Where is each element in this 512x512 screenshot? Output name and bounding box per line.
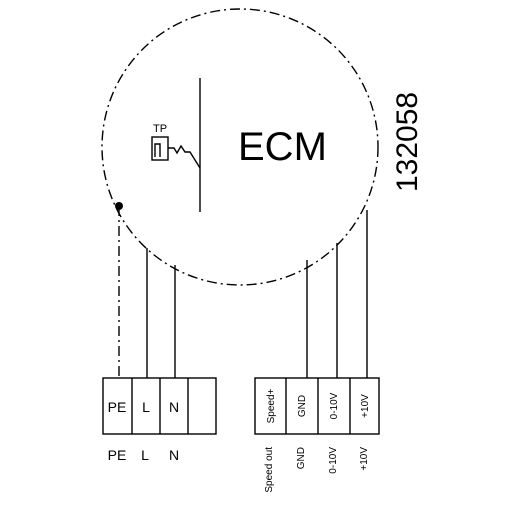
terminal-label-0-10v: 0-10V: [329, 392, 340, 419]
mains-terminal-block: [102, 377, 217, 435]
terminal-label-l: L: [142, 399, 150, 415]
terminal-label-pe: PE: [108, 399, 127, 415]
below-label-l: L: [141, 447, 149, 463]
terminal-label-n: N: [169, 399, 179, 415]
below-label-n: N: [169, 447, 179, 463]
ecm-label: ECM: [238, 125, 327, 169]
control-terminal-block: [254, 377, 380, 435]
below-label-speed-out: Speed out: [264, 447, 275, 493]
thermal-protector-symbol: [151, 136, 201, 169]
motor-housing-circle: [101, 8, 379, 286]
terminal-label-10v: +10V: [360, 394, 371, 418]
drawing-number: 132058: [391, 92, 424, 192]
below-label-0-10v: 0-10V: [328, 447, 339, 474]
pe-junction-dot: [115, 202, 123, 210]
tp-label: TP: [153, 123, 167, 135]
below-label-gnd: GND: [296, 447, 307, 469]
terminal-label-speed-plus: Speed+: [266, 388, 277, 423]
below-label-10v: +10V: [359, 447, 370, 471]
terminal-label-gnd: GND: [297, 395, 308, 417]
below-label-pe: PE: [108, 447, 127, 463]
